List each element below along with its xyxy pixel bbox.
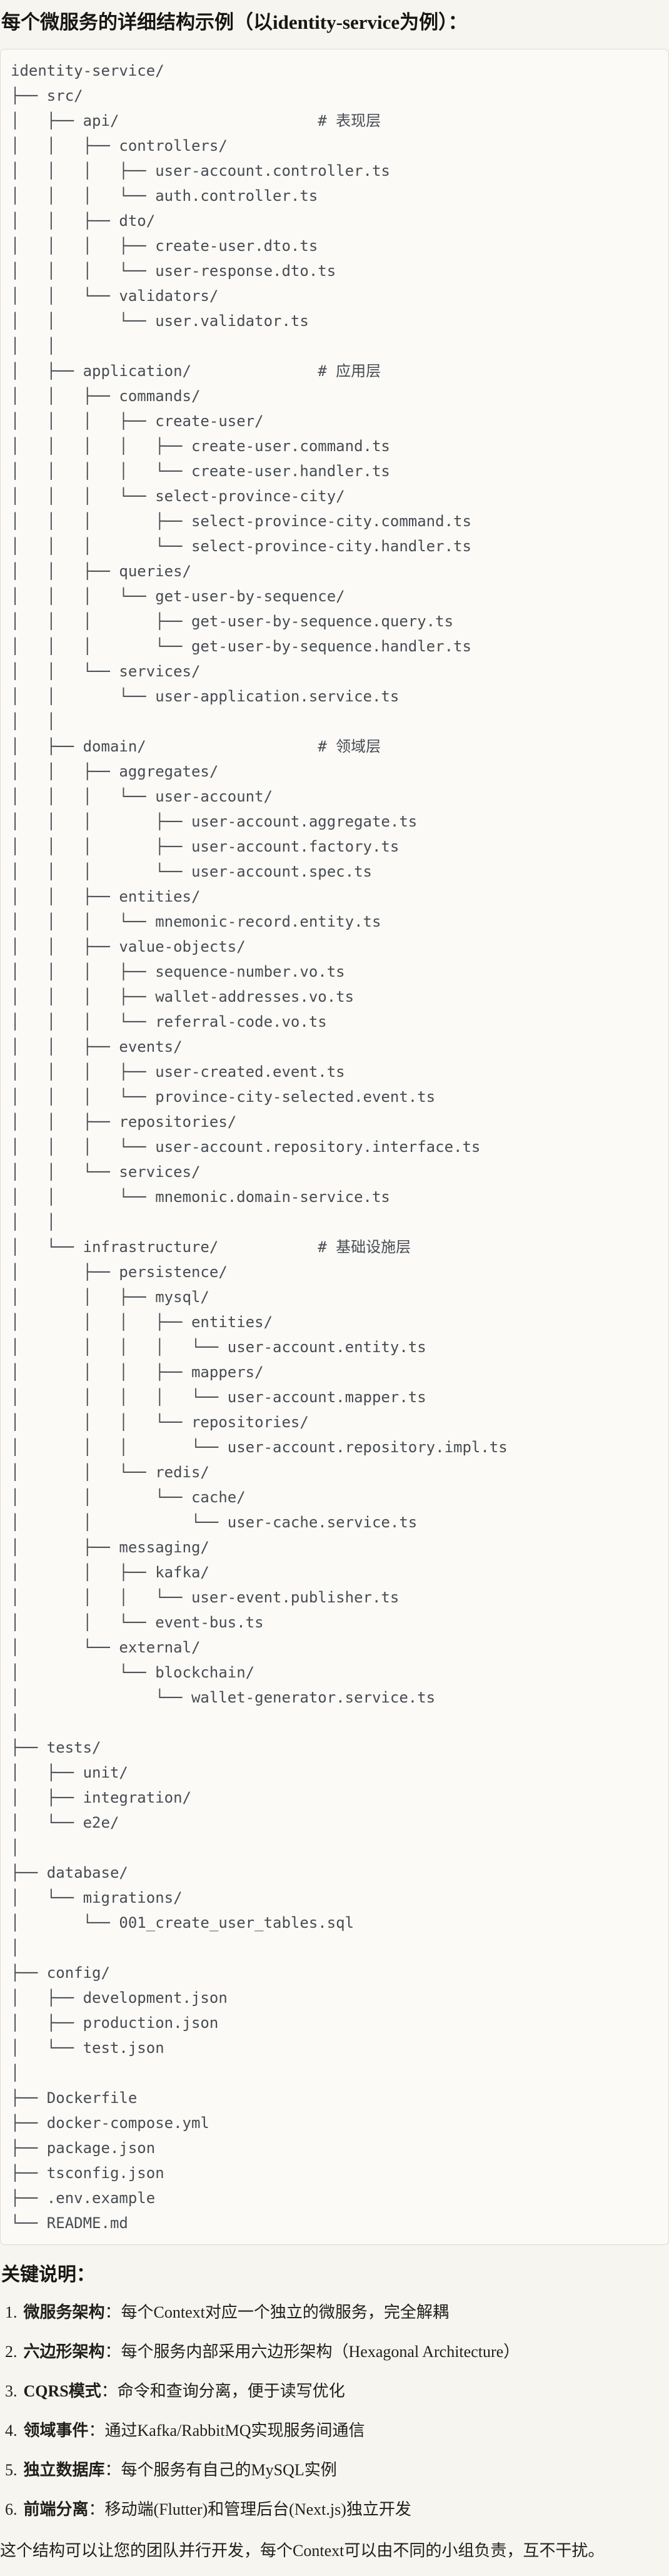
note-number: 4.	[5, 2421, 18, 2440]
note-label: 前端分离	[23, 2500, 89, 2518]
closing-paragraph: 这个结构可以让您的团队并行开发，每个Context可以由不同的小组负责，互不干扰…	[0, 2542, 605, 2560]
note-text: 每个服务有自己的MySQL实例	[121, 2461, 337, 2479]
note-number: 6.	[5, 2500, 18, 2518]
note-label: CQRS模式	[23, 2382, 101, 2400]
note-item: 4. 领域事件：通过Kafka/RabbitMQ实现服务间通信	[0, 2418, 669, 2443]
note-separator: ：	[101, 2382, 118, 2400]
note-text: 移动端(Flutter)和管理后台(Next.js)独立开发	[104, 2500, 411, 2518]
page-title: 每个微服务的详细结构示例（以identity-service为例）：	[1, 11, 468, 33]
note-separator: ：	[88, 2421, 105, 2440]
note-item: 1. 微服务架构：每个Context对应一个独立的微服务，完全解耦	[0, 2300, 669, 2325]
note-item: 5. 独立数据库：每个服务有自己的MySQL实例	[0, 2458, 669, 2483]
notes-heading: 关键说明：	[1, 2264, 95, 2285]
note-separator: ：	[104, 2343, 121, 2361]
note-text: 每个Context对应一个独立的微服务，完全解耦	[121, 2303, 449, 2321]
note-number: 1.	[5, 2303, 18, 2321]
note-text: 每个服务内部采用六边形架构（Hexagonal Architecture）	[121, 2343, 520, 2361]
note-label: 独立数据库	[23, 2461, 105, 2479]
note-number: 2.	[5, 2343, 18, 2361]
note-item: 3. CQRS模式：命令和查询分离，便于读写优化	[0, 2379, 669, 2404]
notes-list: 1.微服务架构：每个Context对应一个独立的微服务，完全解耦 2.六边形架构…	[0, 2300, 669, 2522]
note-separator: ：	[104, 2461, 121, 2479]
note-label: 领域事件	[23, 2421, 89, 2440]
note-separator: ：	[88, 2500, 105, 2518]
note-item: 6. 前端分离：移动端(Flutter)和管理后台(Next.js)独立开发	[0, 2497, 669, 2522]
note-label: 微服务架构	[23, 2303, 105, 2321]
file-tree: identity-service/ ├── src/ │ ├── api/ # …	[11, 62, 508, 2232]
note-separator: ：	[104, 2303, 121, 2321]
note-number: 5.	[5, 2461, 18, 2479]
note-text: 通过Kafka/RabbitMQ实现服务间通信	[104, 2421, 365, 2440]
note-number: 3.	[5, 2382, 18, 2400]
code-block: identity-service/ ├── src/ │ ├── api/ # …	[0, 49, 669, 2245]
note-item: 2. 六边形架构：每个服务内部采用六边形架构（Hexagonal Architec…	[0, 2339, 669, 2365]
note-label: 六边形架构	[23, 2343, 105, 2361]
note-text: 命令和查询分离，便于读写优化	[117, 2382, 345, 2400]
